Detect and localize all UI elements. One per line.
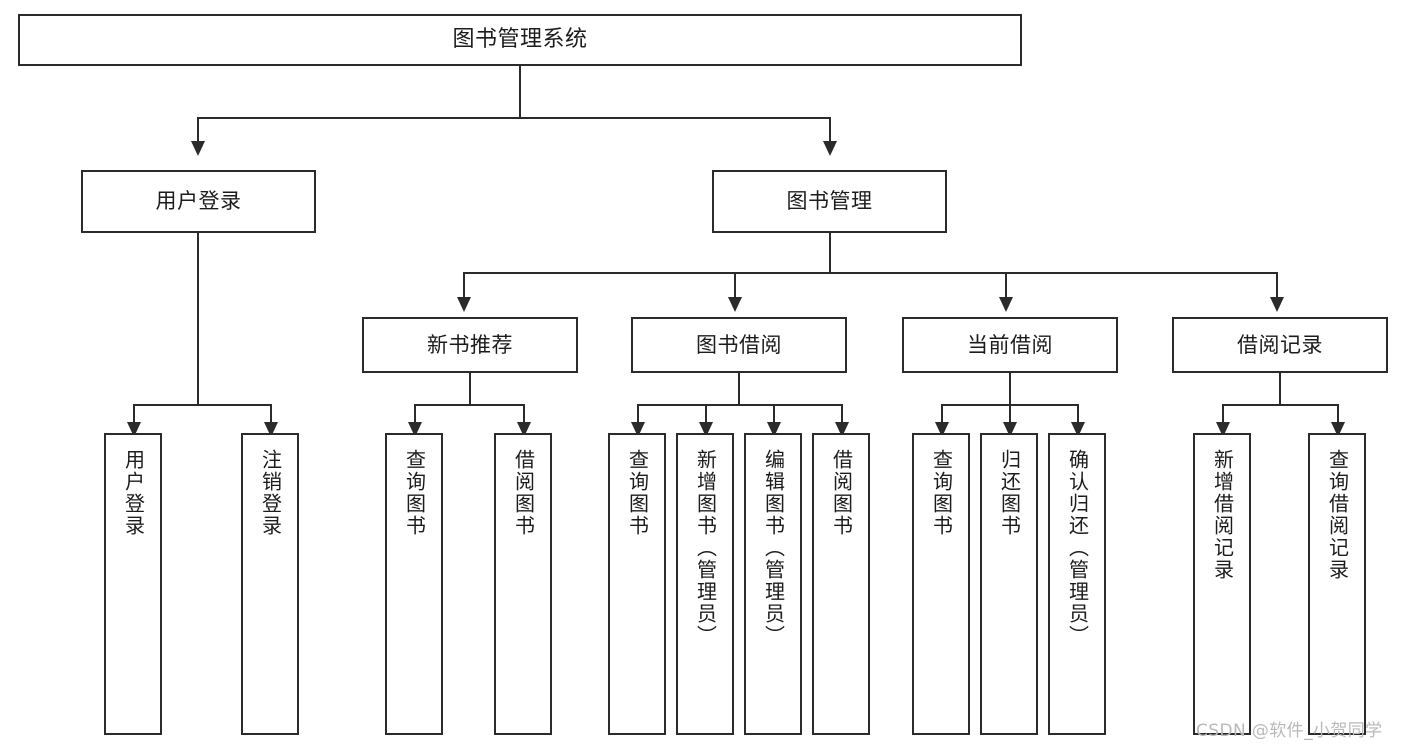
- node-book-borrow[interactable]: 图书借阅: [631, 317, 847, 373]
- leaf-borrow-record-query[interactable]: 查询借阅记录: [1308, 433, 1366, 735]
- node-label: 借阅图书: [511, 449, 536, 537]
- node-label: 用户登录: [121, 449, 146, 537]
- connector-book-borrow-leaf1: [637, 404, 640, 425]
- node-borrow-record[interactable]: 借阅记录: [1172, 317, 1388, 373]
- connector-book-borrow-stem: [738, 373, 741, 406]
- csdn-watermark: CSDN @软件_小贺同学: [1196, 721, 1383, 741]
- connector-user-login-bus: [133, 404, 272, 407]
- arrow-bm-to-book-borrow-icon: [728, 297, 742, 312]
- connector-new-book-bus: [414, 404, 525, 407]
- connector-book-borrow-bus: [637, 404, 843, 407]
- leaf-new-book-borrow[interactable]: 借阅图书: [494, 433, 552, 735]
- connector-current-borrow-leaf1: [941, 404, 944, 425]
- leaf-user-login-logout[interactable]: 注销登录: [241, 433, 299, 735]
- connector-book-borrow-leaf3: [773, 404, 776, 425]
- connector-current-borrow-stem: [1009, 373, 1012, 406]
- connector-book-borrow-leaf2: [705, 404, 708, 425]
- connector-root-to-user-login: [197, 117, 200, 143]
- node-label: 借阅图书: [829, 449, 854, 537]
- node-label: 图书管理: [786, 189, 873, 214]
- connector-user-login-stem: [197, 233, 200, 406]
- node-label: 图书管理系统: [452, 27, 588, 53]
- connector-borrow-record-leaf2: [1337, 404, 1340, 425]
- connector-new-book-leaf1: [414, 404, 417, 425]
- leaf-new-book-query[interactable]: 查询图书: [385, 433, 443, 735]
- connector-new-book-stem: [469, 373, 472, 406]
- leaf-book-borrow-edit[interactable]: 编辑图书（管理员）: [744, 433, 802, 735]
- connector-borrow-record-bus: [1222, 404, 1339, 407]
- node-label: 当前借阅: [967, 332, 1053, 357]
- leaf-book-borrow-query[interactable]: 查询图书: [608, 433, 666, 735]
- connector-bm-to-new-book: [463, 272, 466, 299]
- node-label: 查询借阅记录: [1325, 449, 1350, 581]
- node-root-book-management-system[interactable]: 图书管理系统: [18, 14, 1022, 66]
- node-user-login[interactable]: 用户登录: [81, 170, 316, 233]
- connector-root-bus: [197, 117, 831, 120]
- leaf-book-borrow-borrow[interactable]: 借阅图书: [812, 433, 870, 735]
- leaf-current-borrow-return[interactable]: 归还图书: [980, 433, 1038, 735]
- connector-current-borrow-leaf3: [1077, 404, 1080, 425]
- node-new-book-recommend[interactable]: 新书推荐: [362, 317, 578, 373]
- arrow-bm-to-current-borrow-icon: [999, 297, 1013, 312]
- leaf-user-login-login[interactable]: 用户登录: [104, 433, 162, 735]
- node-label: 用户登录: [155, 189, 242, 214]
- node-label: 图书借阅: [696, 332, 782, 357]
- arrow-bm-to-borrow-record-icon: [1270, 297, 1284, 312]
- connector-book-management-bus: [463, 272, 1278, 275]
- arrow-bm-to-new-book-icon: [457, 297, 471, 312]
- node-label: 归还图书: [997, 449, 1022, 537]
- leaf-current-borrow-query[interactable]: 查询图书: [912, 433, 970, 735]
- node-label: 查询图书: [402, 449, 427, 537]
- node-book-management[interactable]: 图书管理: [712, 170, 947, 233]
- node-label: 新书推荐: [427, 332, 513, 357]
- connector-root-to-book-management: [829, 117, 832, 143]
- node-current-borrow[interactable]: 当前借阅: [902, 317, 1118, 373]
- node-label: 新增图书（管理员）: [693, 449, 718, 647]
- connector-borrow-record-leaf1: [1222, 404, 1225, 425]
- node-label: 借阅记录: [1237, 332, 1323, 357]
- node-label: 编辑图书（管理员）: [761, 449, 786, 647]
- node-label: 确认归还（管理员）: [1065, 449, 1090, 647]
- connector-root-stem: [519, 66, 522, 118]
- connector-bm-to-borrow-record: [1276, 272, 1279, 299]
- connector-current-borrow-leaf2: [1009, 404, 1012, 425]
- connector-borrow-record-stem: [1279, 373, 1282, 406]
- connector-user-login-leaf2: [270, 404, 273, 425]
- leaf-book-borrow-add[interactable]: 新增图书（管理员）: [676, 433, 734, 735]
- node-label: 注销登录: [258, 449, 283, 537]
- connector-new-book-leaf2: [523, 404, 526, 425]
- leaf-current-borrow-confirm-return[interactable]: 确认归还（管理员）: [1048, 433, 1106, 735]
- connector-bm-to-book-borrow: [734, 272, 737, 299]
- connector-user-login-leaf1: [133, 404, 136, 425]
- node-label: 查询图书: [929, 449, 954, 537]
- node-label: 查询图书: [625, 449, 650, 537]
- connector-bm-to-current-borrow: [1005, 272, 1008, 299]
- node-label: 新增借阅记录: [1210, 449, 1235, 581]
- arrow-root-to-book-management-icon: [823, 141, 837, 156]
- connector-book-borrow-leaf4: [841, 404, 844, 425]
- arrow-root-to-user-login-icon: [191, 141, 205, 156]
- connector-book-management-stem: [829, 233, 832, 273]
- leaf-borrow-record-add[interactable]: 新增借阅记录: [1193, 433, 1251, 735]
